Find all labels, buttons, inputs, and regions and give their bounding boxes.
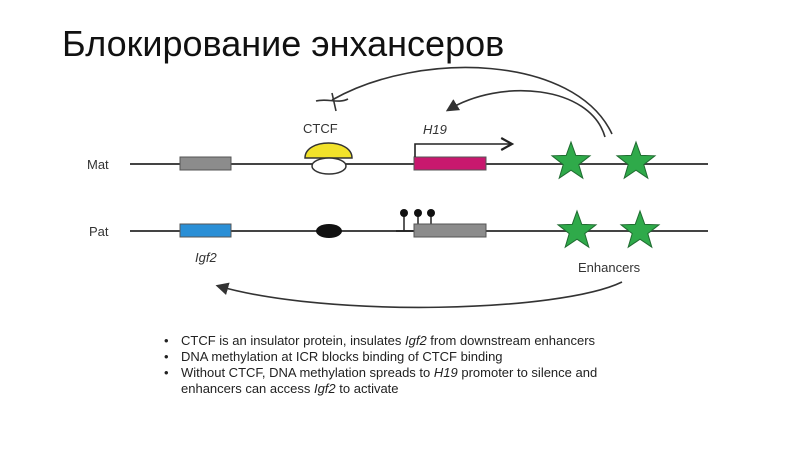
- enhancer-blocking-diagram: Mat CTCF H19 Pat Igf2: [87, 66, 708, 309]
- ctcf-label: CTCF: [303, 121, 338, 136]
- bullet-item: • CTCF is an insulator protein, insulate…: [163, 333, 633, 349]
- enhancer-to-igf2-arrow: [215, 281, 623, 309]
- enhancers-label: Enhancers: [578, 260, 641, 275]
- enhancer-to-h19-arrow: [445, 89, 606, 138]
- bullet-text: DNA methylation at ICR blocks binding of…: [181, 349, 503, 364]
- paternal-allele: Pat Igf2 Enhancers: [89, 209, 708, 309]
- bullet-text: CTCF is an insulator protein, insulates …: [181, 333, 596, 348]
- blocked-enhancer-arrow: [331, 66, 613, 135]
- mat-label: Mat: [87, 157, 109, 172]
- methylation-marks: [396, 209, 435, 232]
- maternal-igf2-gene: [179, 156, 232, 171]
- silenced-h19-gene: [413, 223, 487, 238]
- icr-methylated-site: [316, 224, 342, 238]
- h19-transcription-arrow: [414, 137, 515, 157]
- block-mark: [331, 92, 337, 112]
- maternal-enhancer-star: [615, 140, 657, 180]
- bullet-list: • CTCF is an insulator protein, insulate…: [163, 333, 633, 397]
- h19-label: H19: [423, 122, 447, 137]
- igf2-gene: [179, 223, 232, 238]
- bullet-dot: •: [164, 333, 169, 348]
- paternal-enhancer-star: [619, 209, 661, 249]
- bullet-item: • Without CTCF, DNA methylation spreads …: [163, 365, 633, 397]
- bullet-item: • DNA methylation at ICR blocks binding …: [163, 349, 633, 365]
- bullet-text: Without CTCF, DNA methylation spreads to…: [181, 365, 598, 396]
- slide-title: Блокирование энхансеров: [62, 23, 505, 64]
- maternal-enhancer-star: [550, 140, 592, 180]
- paternal-enhancer-star: [556, 209, 598, 249]
- pat-label: Pat: [89, 224, 109, 239]
- bullet-dot: •: [164, 365, 169, 380]
- bullet-dot: •: [164, 349, 169, 364]
- ctcf-protein: [304, 142, 353, 175]
- maternal-allele: Mat CTCF H19: [87, 66, 708, 180]
- block-mark: [315, 98, 349, 102]
- igf2-label: Igf2: [195, 250, 217, 265]
- h19-gene: [413, 156, 487, 171]
